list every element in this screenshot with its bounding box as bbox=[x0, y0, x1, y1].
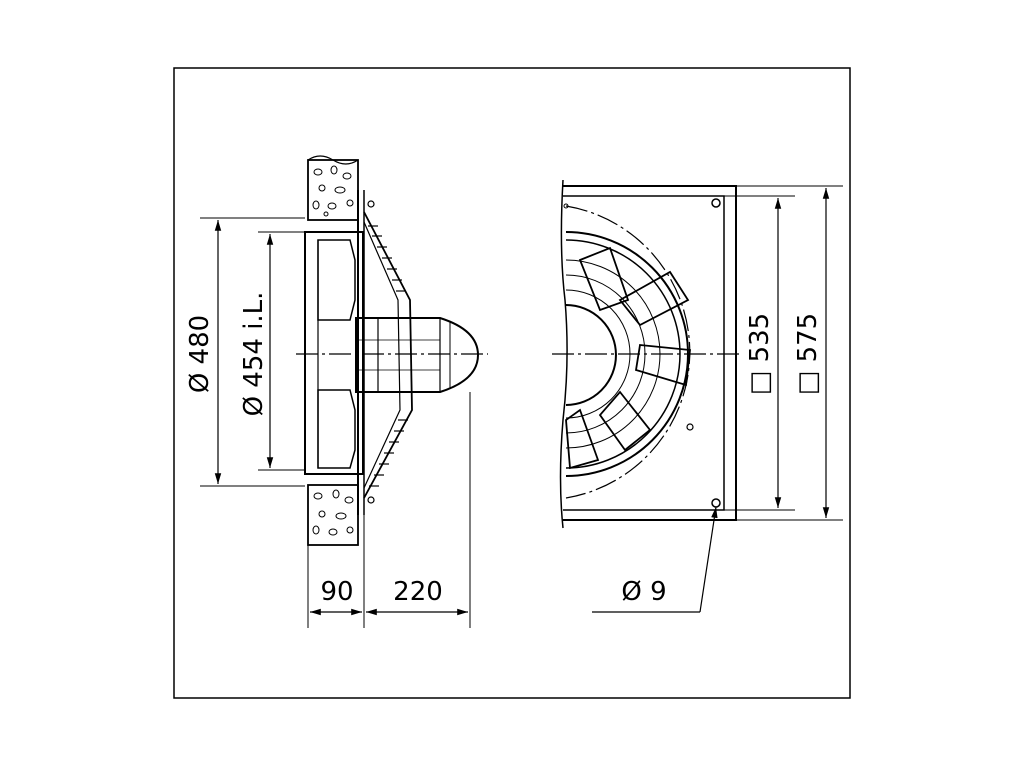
label-square-inner: □ 535 bbox=[745, 313, 775, 395]
label-inner-diameter: Ø 454 i.L. bbox=[239, 292, 269, 417]
motor bbox=[355, 317, 480, 393]
drawing-frame bbox=[173, 67, 851, 699]
dim-square-outer: □ 575 bbox=[736, 185, 843, 521]
wall-section-bottom bbox=[307, 484, 359, 546]
dim-hole-diameter: Ø 9 bbox=[592, 506, 718, 613]
impeller-blades bbox=[565, 246, 691, 470]
side-view: Ø 480 Ø 454 i.L. 90 220 bbox=[185, 155, 488, 628]
hub bbox=[565, 304, 617, 406]
front-view: □ 535 □ 575 Ø 9 bbox=[552, 179, 843, 613]
label-outer-diameter: Ø 480 bbox=[185, 315, 215, 393]
dim-outer-diameter: Ø 480 bbox=[185, 217, 305, 487]
dim-inner-diameter: Ø 454 i.L. bbox=[239, 231, 305, 471]
label-wall-depth: 90 bbox=[320, 577, 353, 607]
label-square-outer: □ 575 bbox=[793, 313, 823, 395]
dim-square-inner: □ 535 bbox=[724, 195, 795, 511]
guard-grille bbox=[363, 200, 413, 504]
mounting-plate bbox=[559, 179, 737, 529]
label-motor-depth: 220 bbox=[393, 577, 443, 607]
wall-section-top bbox=[307, 155, 359, 221]
mounting-hole-top bbox=[711, 198, 721, 208]
housing-ring bbox=[304, 231, 364, 475]
label-hole-diameter: Ø 9 bbox=[621, 577, 666, 607]
dim-depths: 90 220 bbox=[307, 392, 471, 628]
mounting-hole-bottom bbox=[711, 498, 721, 508]
